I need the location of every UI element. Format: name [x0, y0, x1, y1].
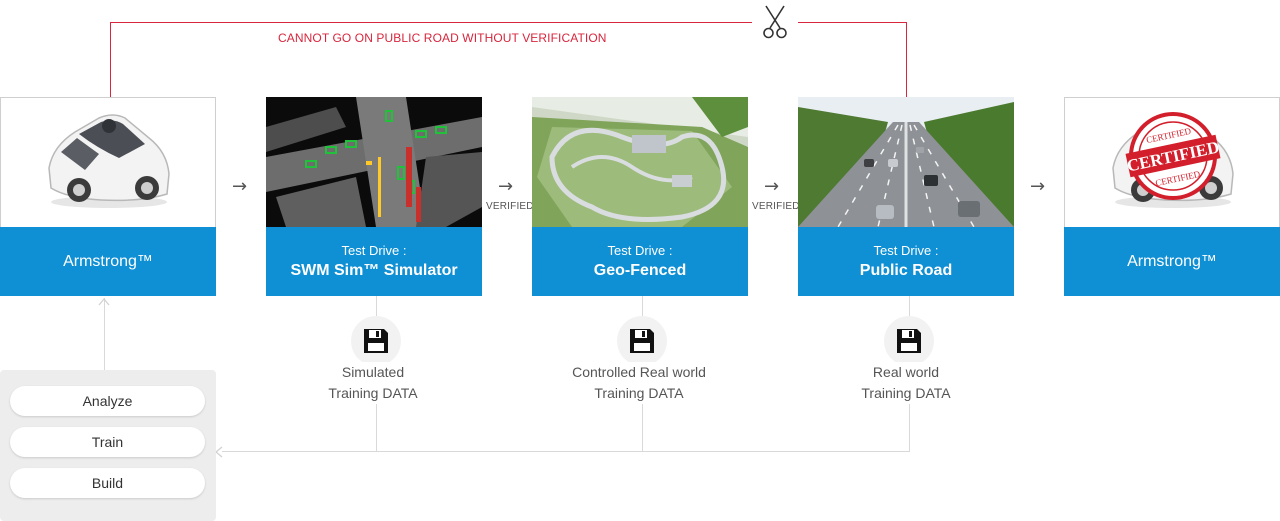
stage-armstrong-start: Armstrong™: [0, 97, 216, 296]
red-loop-left-vertical: [110, 22, 111, 98]
process-panel: Analyze Train Build: [0, 370, 216, 521]
stage-subtitle: Test Drive :: [607, 242, 673, 258]
arrow-left-icon: [214, 445, 226, 458]
process-step-build: Build: [10, 468, 205, 498]
stage-title: Armstrong™: [63, 252, 153, 270]
connector-bottom-horizontal: [222, 451, 910, 452]
test-track-image: [532, 97, 748, 227]
floppy-disk-icon: [884, 316, 934, 366]
verified-label: VERIFIED: [486, 201, 534, 212]
stage-title: SWM Sim™ Simulator: [290, 261, 458, 279]
stage-title: Armstrong™: [1127, 252, 1217, 270]
floppy-disk-icon: [617, 316, 667, 366]
data-line1: Real world: [872, 364, 940, 380]
arrow-up-icon: [98, 294, 110, 306]
arrow-right-icon: →: [498, 176, 514, 197]
stage-title: Public Road: [859, 261, 953, 279]
certified-car-image: CERTIFIED CERTIFIED CERTIFIED: [1064, 97, 1280, 227]
stage-public-road: Test Drive : Public Road: [798, 97, 1014, 296]
data-line2: Training DATA: [328, 385, 418, 401]
warning-text: CANNOT GO ON PUBLIC ROAD WITHOUT VERIFIC…: [278, 31, 607, 45]
red-loop-top-left: [110, 22, 756, 23]
process-step-train: Train: [10, 427, 205, 457]
stage-geo-fenced: Test Drive : Geo-Fenced: [532, 97, 748, 296]
data-output-simulated: Simulated Training DATA: [273, 362, 473, 404]
data-output-real-world: Real world Training DATA: [806, 362, 1006, 404]
floppy-disk-icon: [351, 316, 401, 366]
red-loop-top-right: [796, 22, 907, 23]
data-line1: Controlled Real world: [572, 364, 706, 380]
data-output-controlled: Controlled Real world Training DATA: [539, 362, 739, 404]
data-line2: Training DATA: [861, 385, 951, 401]
connector-up-vertical: [104, 298, 105, 370]
arrow-right-icon: →: [232, 176, 248, 197]
data-line1: Simulated: [341, 364, 405, 380]
red-loop-right-vertical: [906, 22, 907, 98]
data-line2: Training DATA: [594, 385, 684, 401]
car-image: [0, 97, 216, 227]
stage-subtitle: Test Drive :: [341, 242, 407, 258]
process-step-analyze: Analyze: [10, 386, 205, 416]
scissors-icon: [752, 0, 798, 44]
certified-stamp: CERTIFIED CERTIFIED CERTIFIED: [1125, 112, 1221, 200]
stage-subtitle: Test Drive :: [873, 242, 939, 258]
highway-image: [798, 97, 1014, 227]
simulator-image: [266, 97, 482, 227]
arrow-right-icon: →: [1030, 176, 1046, 197]
verified-label: VERIFIED: [752, 201, 800, 212]
stage-title: Geo-Fenced: [593, 261, 687, 279]
stage-armstrong-certified: CERTIFIED CERTIFIED CERTIFIED Armstrong™: [1064, 97, 1280, 296]
arrow-right-icon: →: [764, 176, 780, 197]
stage-simulator: Test Drive : SWM Sim™ Simulator: [266, 97, 482, 296]
